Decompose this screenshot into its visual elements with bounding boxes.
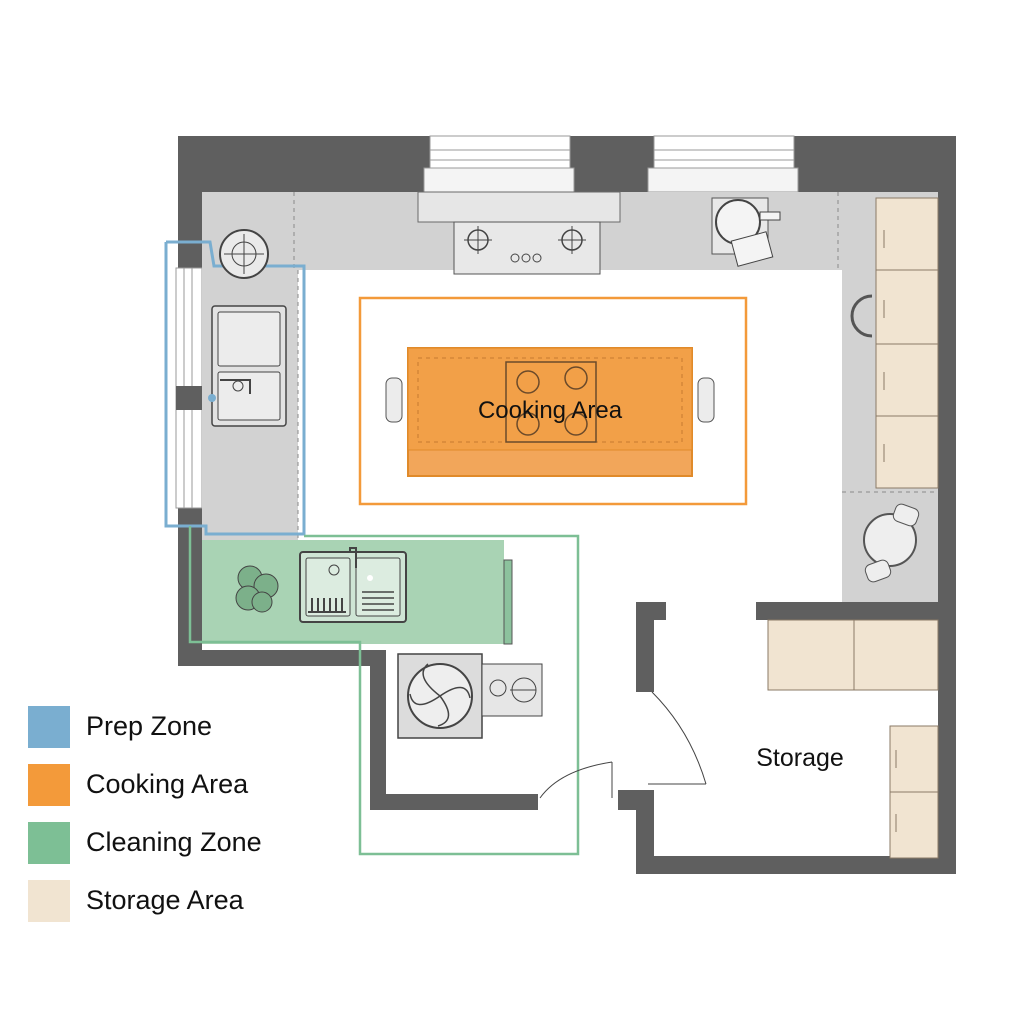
legend-label: Cooking Area xyxy=(86,769,249,799)
storage-label: Storage xyxy=(756,744,844,772)
valve-icon xyxy=(489,679,507,697)
double-sink xyxy=(299,547,407,623)
pantry-cabinets xyxy=(875,197,939,489)
faucet-icon xyxy=(349,547,357,568)
legend-label: Cleaning Zone xyxy=(86,827,262,857)
cooking-zone-outline xyxy=(358,296,748,506)
fan-unit xyxy=(397,653,543,739)
fan-icon xyxy=(409,663,471,727)
burner-icon xyxy=(516,370,540,394)
island-label: Cooking Area xyxy=(478,397,623,424)
legend-label: Prep Zone xyxy=(86,711,213,741)
storage-wall-west xyxy=(636,790,654,874)
stool-icon xyxy=(385,377,715,423)
legend-item-cleaning-zone: Cleaning Zone xyxy=(28,822,328,864)
legend-item-storage-area: Storage Area xyxy=(28,880,328,922)
prep-sink xyxy=(208,305,287,427)
faucet-icon xyxy=(220,379,251,394)
chair-icon xyxy=(850,294,920,583)
cleaning-zone-outline xyxy=(188,526,580,856)
plant-icon xyxy=(235,565,279,613)
east-wall-lower xyxy=(938,606,956,874)
knob-icon xyxy=(532,253,542,263)
legend-swatch xyxy=(28,764,70,806)
stove xyxy=(417,191,621,275)
legend-label: Storage Area xyxy=(86,885,244,915)
island-cooktop xyxy=(505,361,597,443)
partition-wall xyxy=(636,602,654,692)
prep-zone-outline xyxy=(164,240,306,536)
cooking-island: Cooking Area xyxy=(407,347,693,477)
door-swing xyxy=(651,691,707,785)
storage-wall-north xyxy=(756,602,956,620)
doors xyxy=(539,691,707,799)
inner-wall-vertical xyxy=(370,650,386,810)
knob-icon xyxy=(510,253,520,263)
east-wall-upper xyxy=(938,136,956,606)
door-swing xyxy=(539,761,613,799)
legend-swatch xyxy=(28,706,70,748)
grinder-icon xyxy=(219,229,269,279)
legend-item-prep-zone: Prep Zone xyxy=(28,706,328,748)
range-hood xyxy=(417,191,621,223)
burner-icon xyxy=(564,412,588,436)
mixer-icon xyxy=(711,197,781,267)
inner-wall-south xyxy=(370,794,538,810)
knob-icon xyxy=(521,253,531,263)
dish-rack-icon xyxy=(308,598,346,613)
legend-swatch xyxy=(28,822,70,864)
storage-cabinets xyxy=(767,619,939,859)
north-windows xyxy=(423,135,799,193)
legend-swatch xyxy=(28,880,70,922)
legend-item-cooking-area: Cooking Area xyxy=(28,764,328,806)
storage-wall-south xyxy=(636,856,956,874)
west-window xyxy=(175,267,203,509)
south-wall-west xyxy=(178,650,386,666)
burner-icon xyxy=(516,412,540,436)
burner-icon xyxy=(564,366,588,390)
